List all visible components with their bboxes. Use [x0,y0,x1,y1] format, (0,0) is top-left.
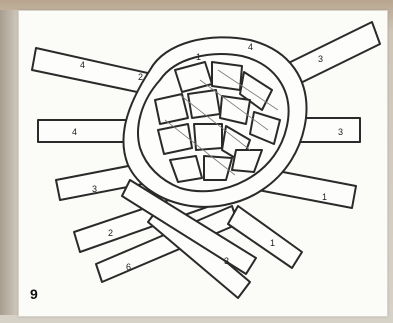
cell [158,124,192,154]
label-bottom-b: 3 [224,256,229,266]
label-top-b: 4 [248,42,253,52]
label-left-bottom: 6 [126,262,131,272]
label-top-a: 1 [196,52,201,62]
cell [220,96,250,124]
label-bottom-a: 1 [270,238,275,248]
label-left-mid: 4 [72,127,77,137]
label-left-lower: 2 [108,228,113,238]
cell [155,94,188,124]
step-number: 9 [30,286,38,302]
label-right-low: 1 [322,192,327,202]
label-left-low: 3 [92,184,97,194]
label-right-mid: 3 [338,127,343,137]
label-top-c: 2 [138,72,143,82]
cell [204,156,232,180]
label-right-top: 3 [318,54,323,64]
label-left-top: 4 [80,60,85,70]
